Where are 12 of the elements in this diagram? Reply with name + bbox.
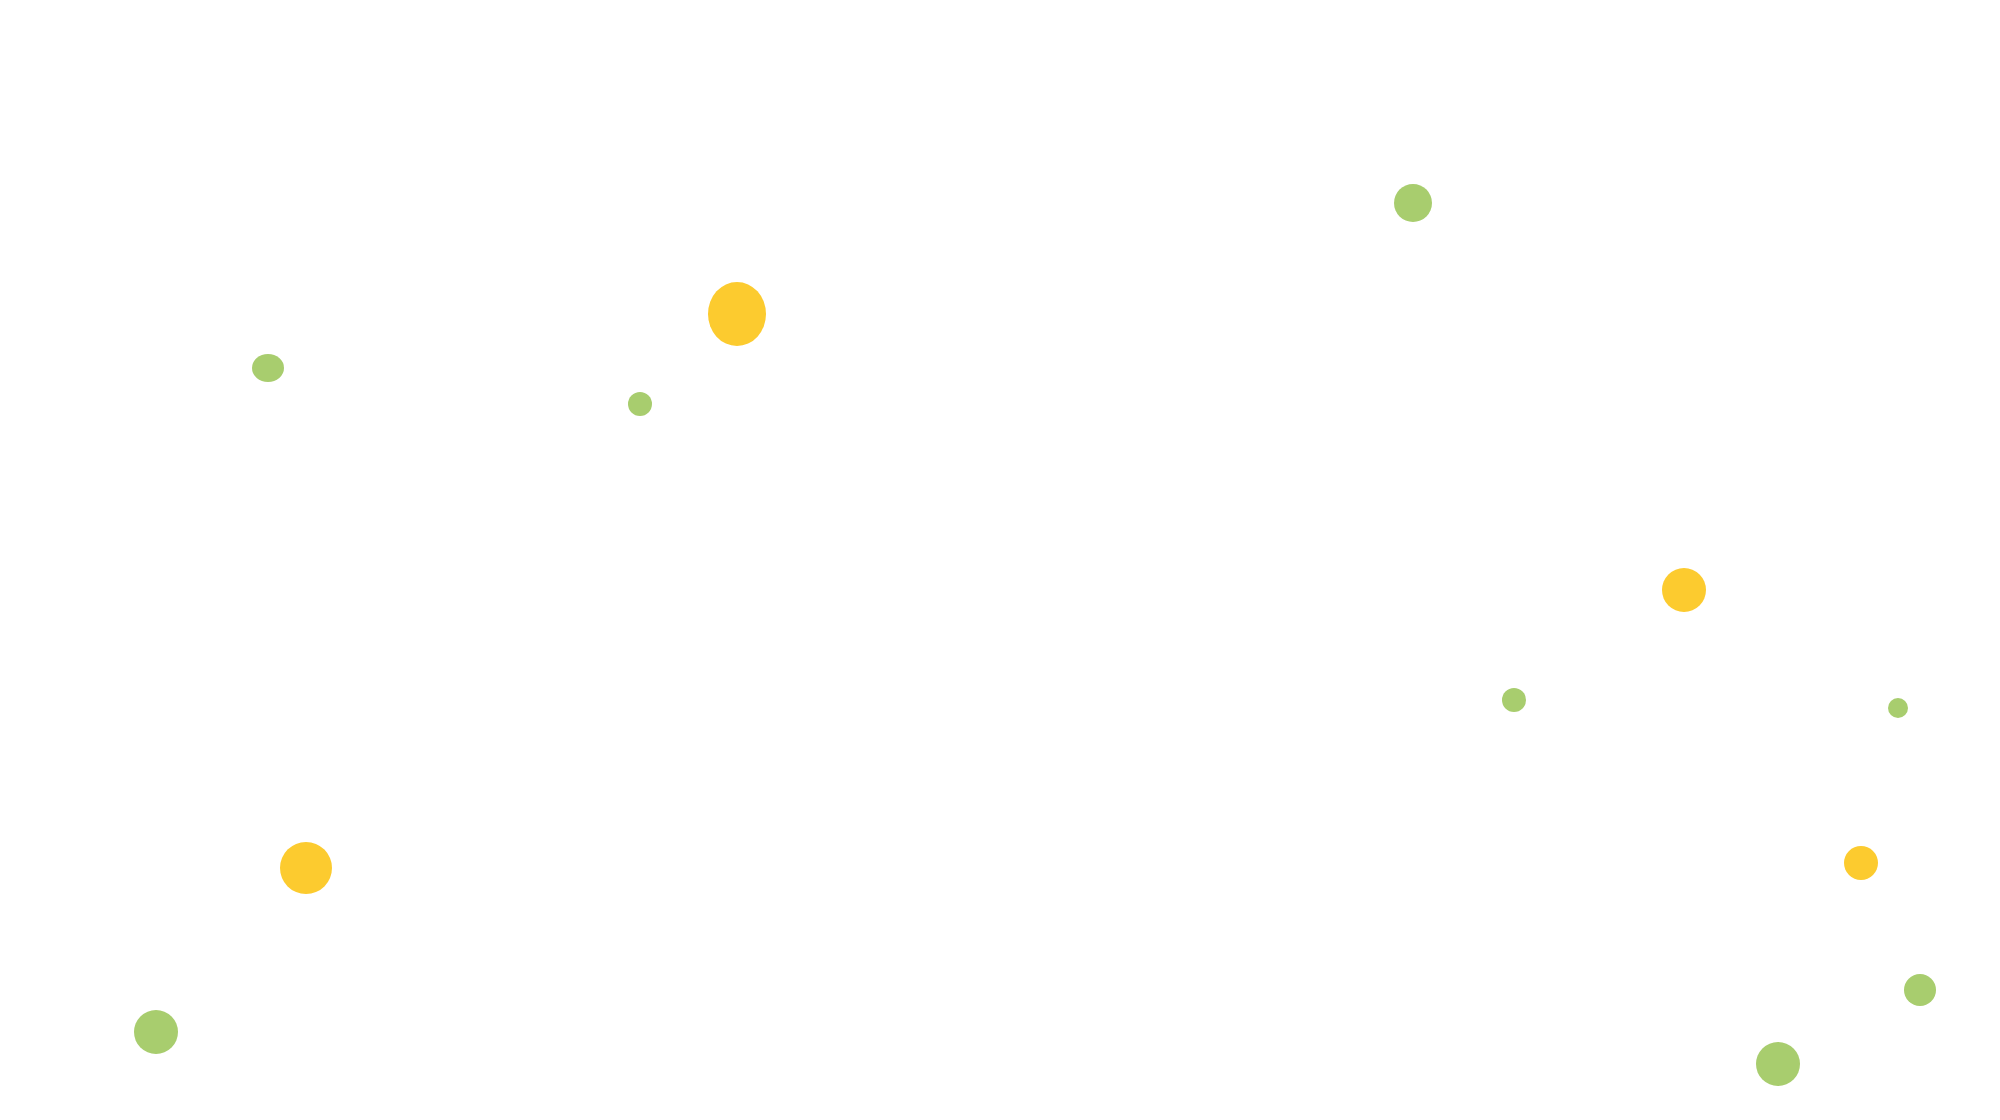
dot xyxy=(1393,183,1431,221)
dot xyxy=(1888,698,1908,718)
dot xyxy=(1843,845,1877,879)
dot xyxy=(628,392,652,416)
dot xyxy=(1662,568,1706,612)
dot xyxy=(1502,688,1526,712)
dot xyxy=(252,354,284,382)
dot xyxy=(707,282,765,346)
dot xyxy=(1756,1042,1800,1086)
dot xyxy=(134,1010,178,1054)
dot xyxy=(280,842,332,894)
dot xyxy=(1904,974,1936,1006)
